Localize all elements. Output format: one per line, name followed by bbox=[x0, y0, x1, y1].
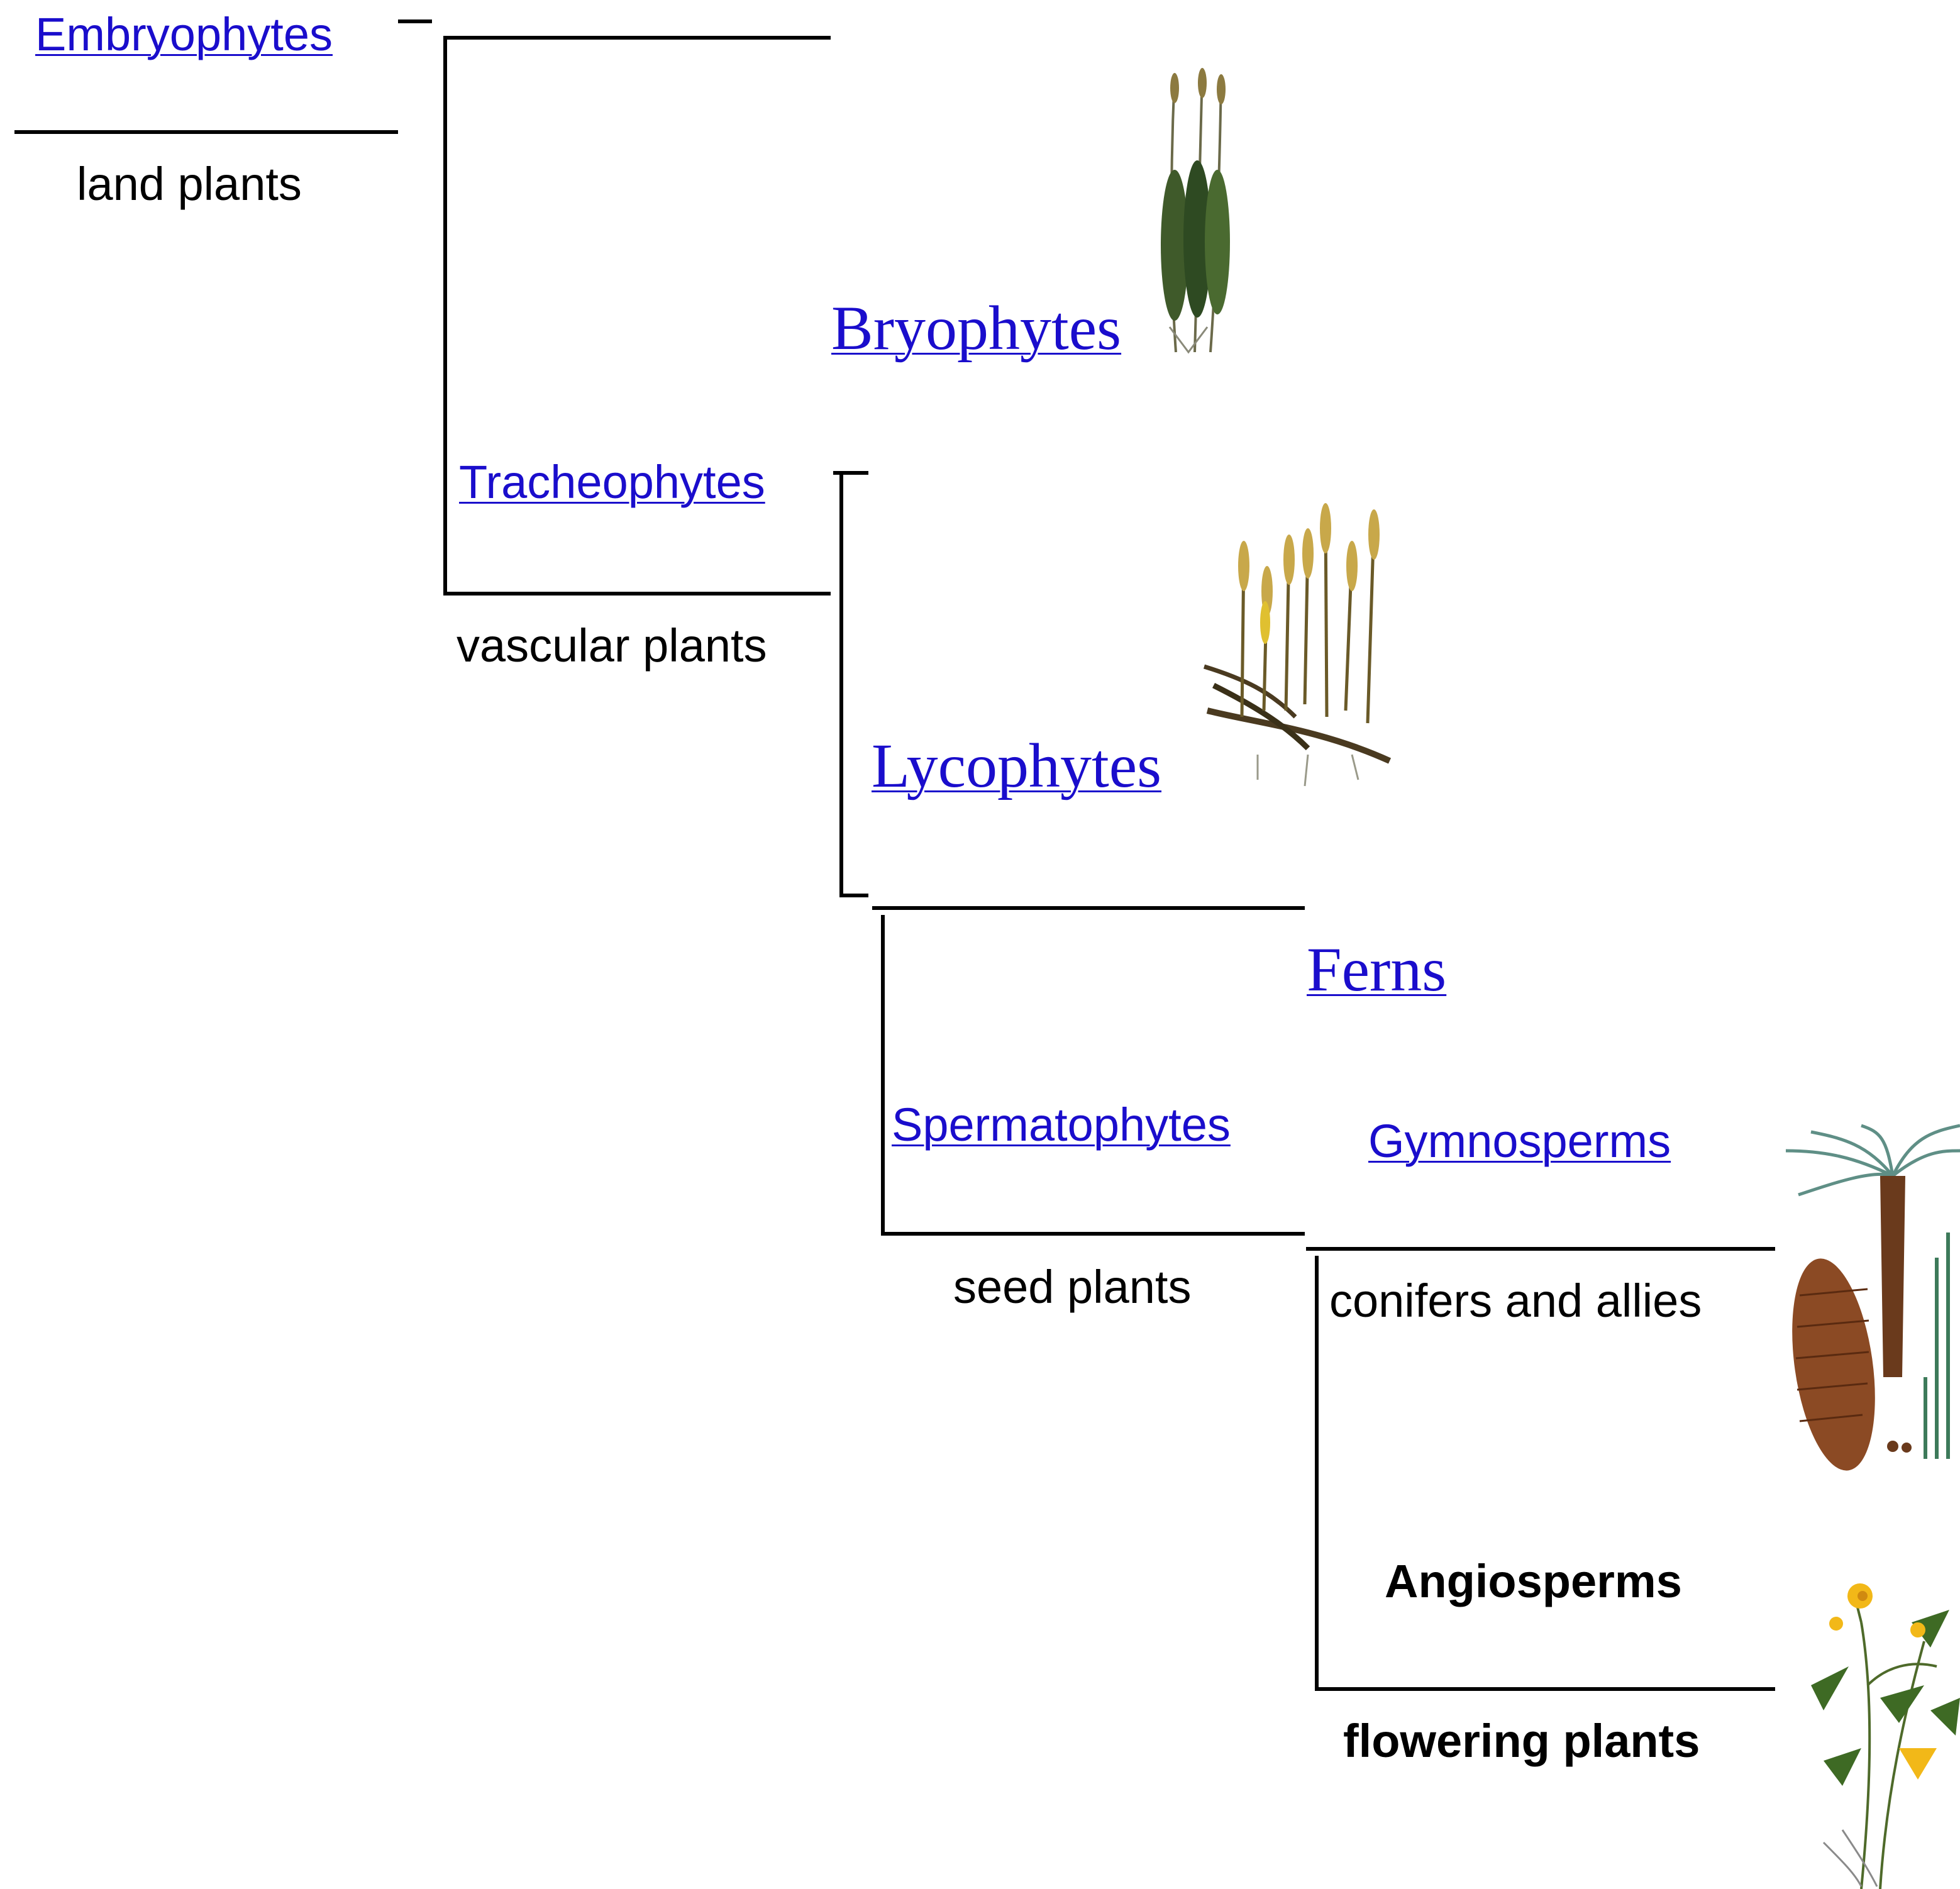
tracheophytes-link[interactable]: Tracheophytes bbox=[459, 459, 765, 506]
conifers-and-allies-label: conifers and allies bbox=[1329, 1278, 1702, 1324]
cycad-cone-illustration-icon bbox=[1780, 1126, 1960, 1476]
moss-illustration-icon bbox=[1161, 68, 1230, 352]
gymnosperms-link[interactable]: Gymnosperms bbox=[1368, 1118, 1671, 1165]
bryophytes-link[interactable]: Bryophytes bbox=[831, 297, 1121, 360]
tree-lines bbox=[16, 21, 1773, 1689]
spermatophytes-link[interactable]: Spermatophytes bbox=[892, 1102, 1231, 1148]
buttercup-illustration-icon bbox=[1811, 1583, 1960, 1889]
flowering-plants-label: flowering plants bbox=[1343, 1718, 1700, 1764]
seed-plants-label: seed plants bbox=[953, 1264, 1192, 1310]
lycophytes-link[interactable]: Lycophytes bbox=[872, 734, 1161, 797]
clubmoss-illustration-icon bbox=[1204, 503, 1390, 786]
angiosperms-label: Angiosperms bbox=[1385, 1558, 1682, 1605]
embryophytes-link[interactable]: Embryophytes bbox=[35, 11, 333, 58]
vascular-plants-label: vascular plants bbox=[457, 623, 767, 669]
ferns-link[interactable]: Ferns bbox=[1307, 938, 1446, 1001]
land-plants-label: land plants bbox=[77, 161, 302, 208]
